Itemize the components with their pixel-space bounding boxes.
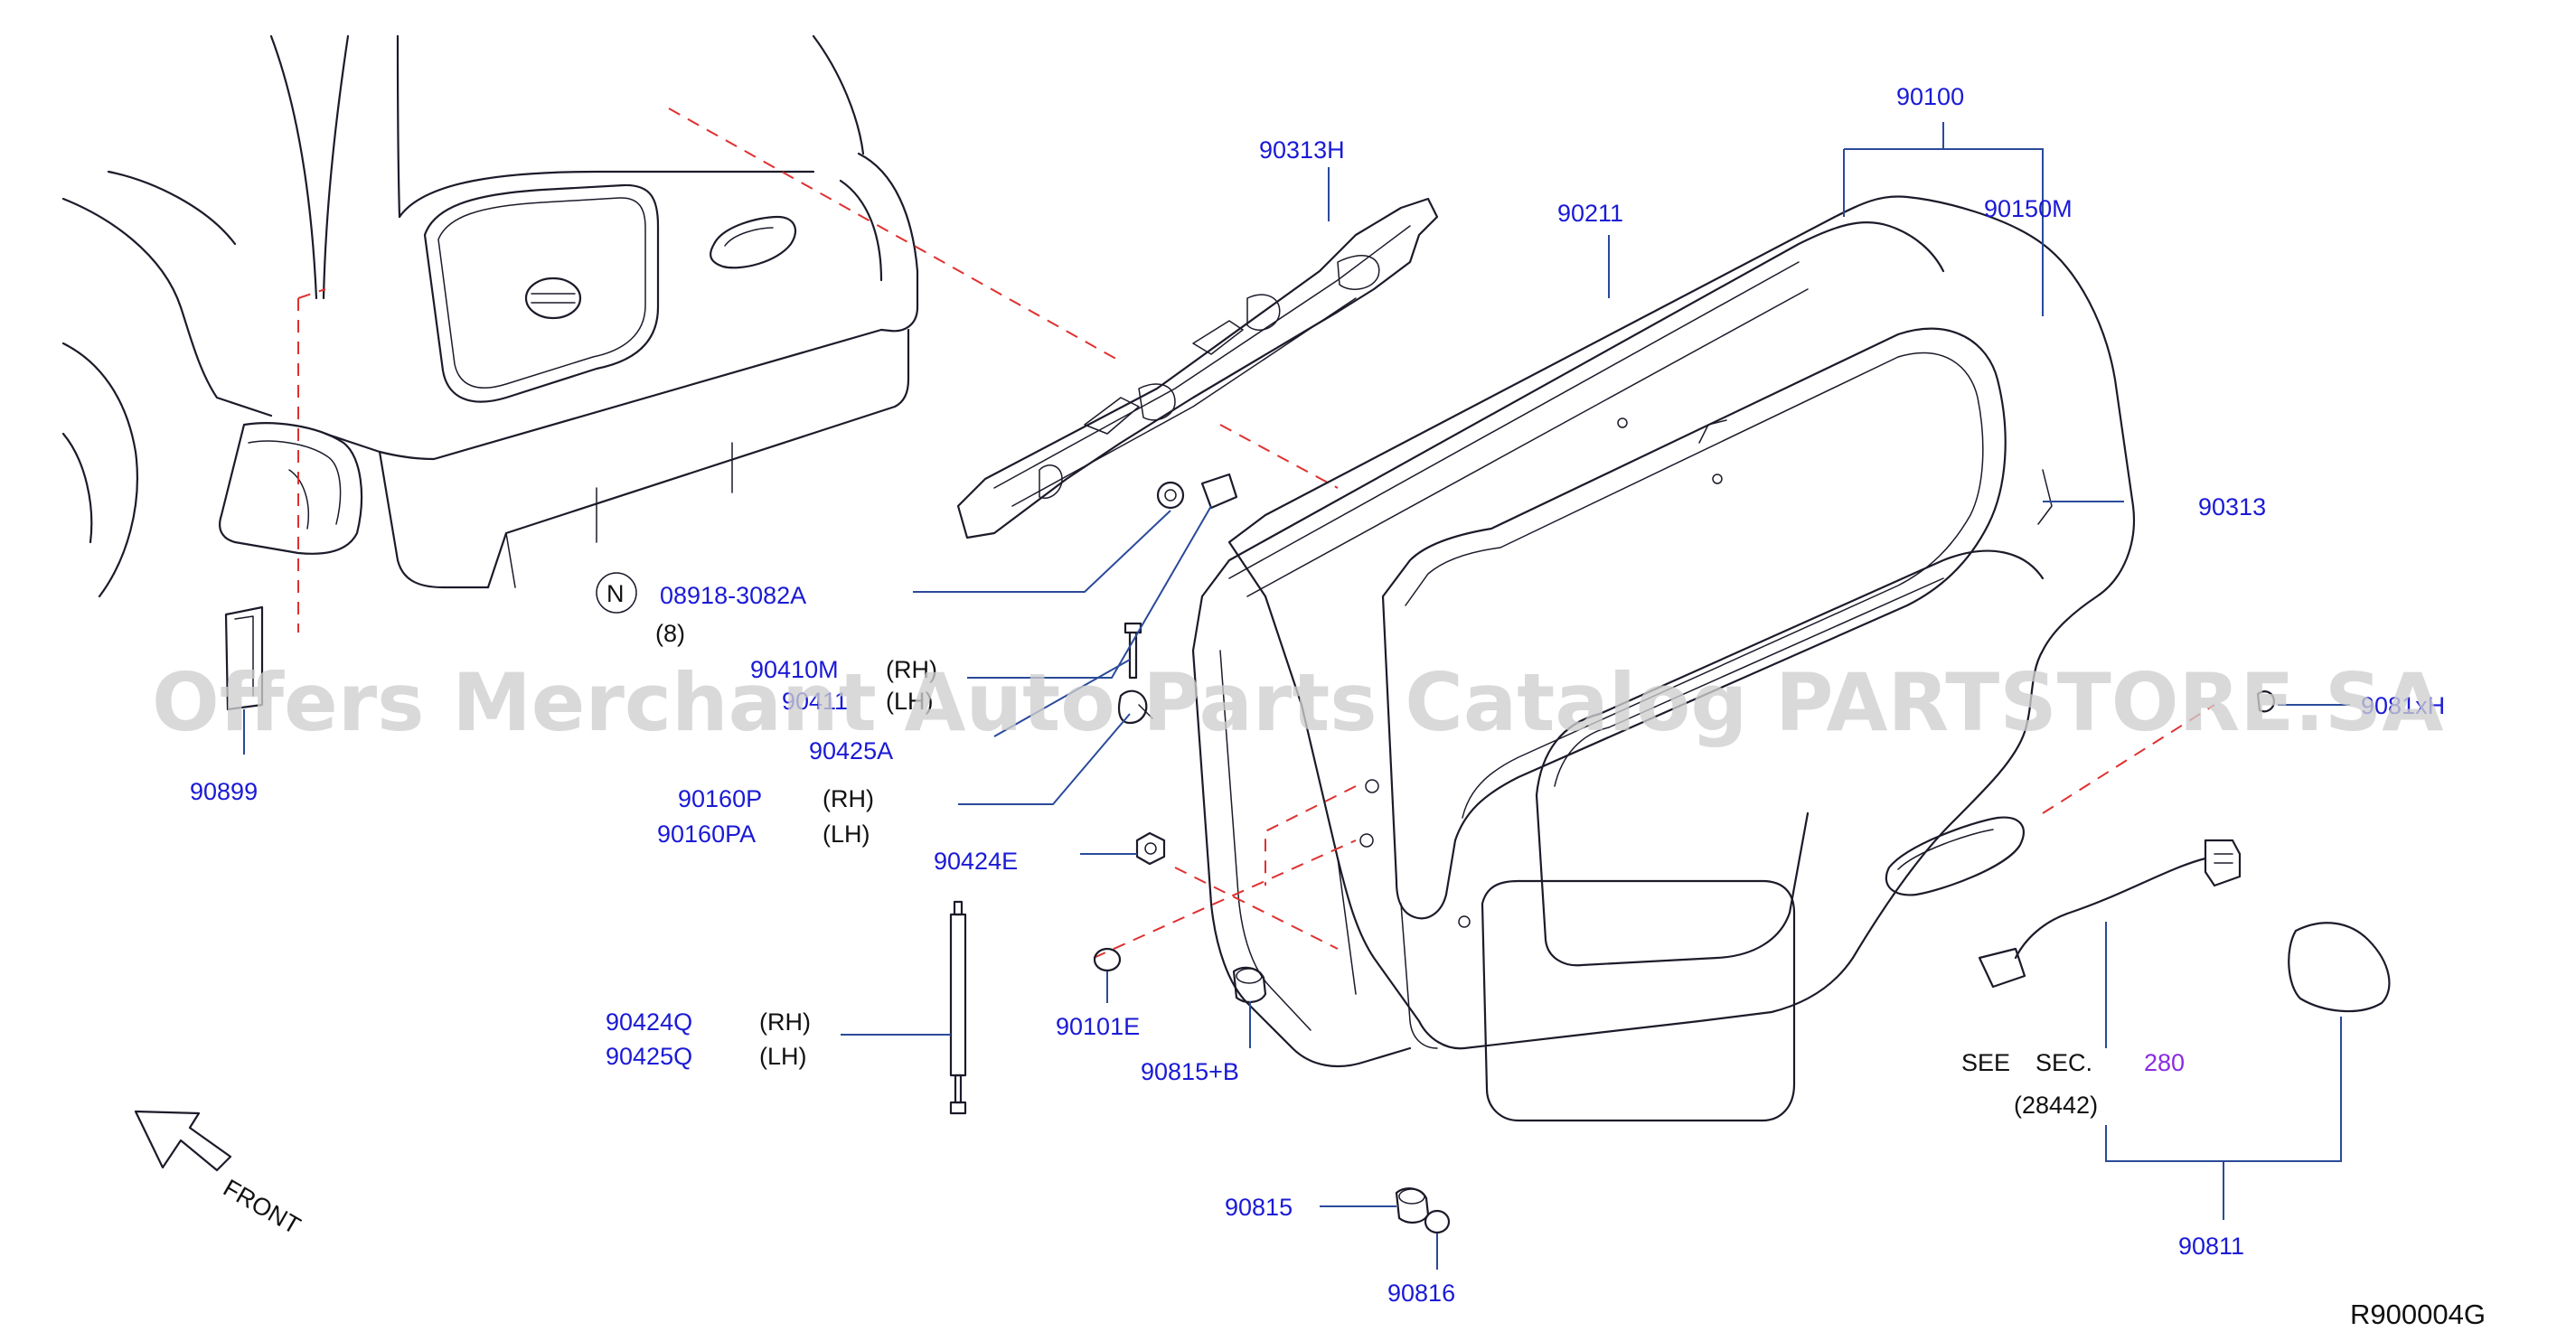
label-90899[interactable]: 90899 xyxy=(190,778,258,805)
part-labels: 90100 90313H 90211 90150M 90313 90899 N … xyxy=(190,83,2486,1330)
n-symbol-circle xyxy=(596,572,637,614)
label-90425A[interactable]: 90425A xyxy=(809,737,893,764)
label-90424Q-side: (RH) xyxy=(759,1008,811,1036)
label-90101E[interactable]: 90101E xyxy=(1056,1013,1140,1040)
label-08918-3082A[interactable]: 08918-3082A xyxy=(660,582,806,609)
label-90424E[interactable]: 90424E xyxy=(934,848,1018,875)
label-90410M-side: (RH) xyxy=(886,656,937,683)
label-90160P[interactable]: 90160P xyxy=(678,785,762,812)
label-90815[interactable]: 90815 xyxy=(1225,1194,1293,1221)
see-sec-part-number: (28442) xyxy=(2014,1092,2098,1119)
drawing-code: R900004G xyxy=(2350,1299,2486,1330)
label-08918-qty: (8) xyxy=(655,620,685,647)
label-90411[interactable]: 90411 xyxy=(782,688,848,715)
front-direction-arrow xyxy=(134,1110,232,1172)
label-90313[interactable]: 90313 xyxy=(2198,493,2266,520)
label-90815B[interactable]: 90815+B xyxy=(1141,1058,1239,1085)
label-90811[interactable]: 90811 xyxy=(2178,1233,2244,1260)
section-280-link[interactable]: 280 xyxy=(2144,1049,2185,1076)
label-90816[interactable]: 90816 xyxy=(1387,1280,1455,1307)
watermark: Offers Merchant Auto Parts Catalog PARTS… xyxy=(152,656,2443,749)
sec-label: SEC. xyxy=(2035,1049,2092,1076)
small-parts-illustration xyxy=(949,622,2391,1234)
garnish-panel-illustration xyxy=(668,108,1439,539)
vehicle-rear-illustration xyxy=(61,34,919,711)
label-90211[interactable]: 90211 xyxy=(1557,200,1623,227)
label-90424Q[interactable]: 90424Q xyxy=(606,1008,692,1036)
leader-lines xyxy=(243,122,2350,1270)
label-90411-side: (LH) xyxy=(886,688,934,715)
label-90150M[interactable]: 90150M xyxy=(1984,195,2073,222)
label-9081xH[interactable]: 9081xH xyxy=(2361,692,2445,719)
label-90425Q[interactable]: 90425Q xyxy=(606,1043,692,1070)
label-90425Q-side: (LH) xyxy=(759,1043,807,1070)
label-90160PA[interactable]: 90160PA xyxy=(657,821,756,848)
label-90160PA-side: (LH) xyxy=(823,821,870,848)
label-90100[interactable]: 90100 xyxy=(1896,83,1964,110)
label-n-symbol: N xyxy=(606,580,625,607)
label-90313H[interactable]: 90313H xyxy=(1259,136,1345,164)
label-90410M[interactable]: 90410M xyxy=(750,656,839,683)
label-90160P-side: (RH) xyxy=(823,785,874,812)
see-label: SEE xyxy=(1961,1049,2010,1076)
front-label: FRONT xyxy=(219,1174,306,1239)
